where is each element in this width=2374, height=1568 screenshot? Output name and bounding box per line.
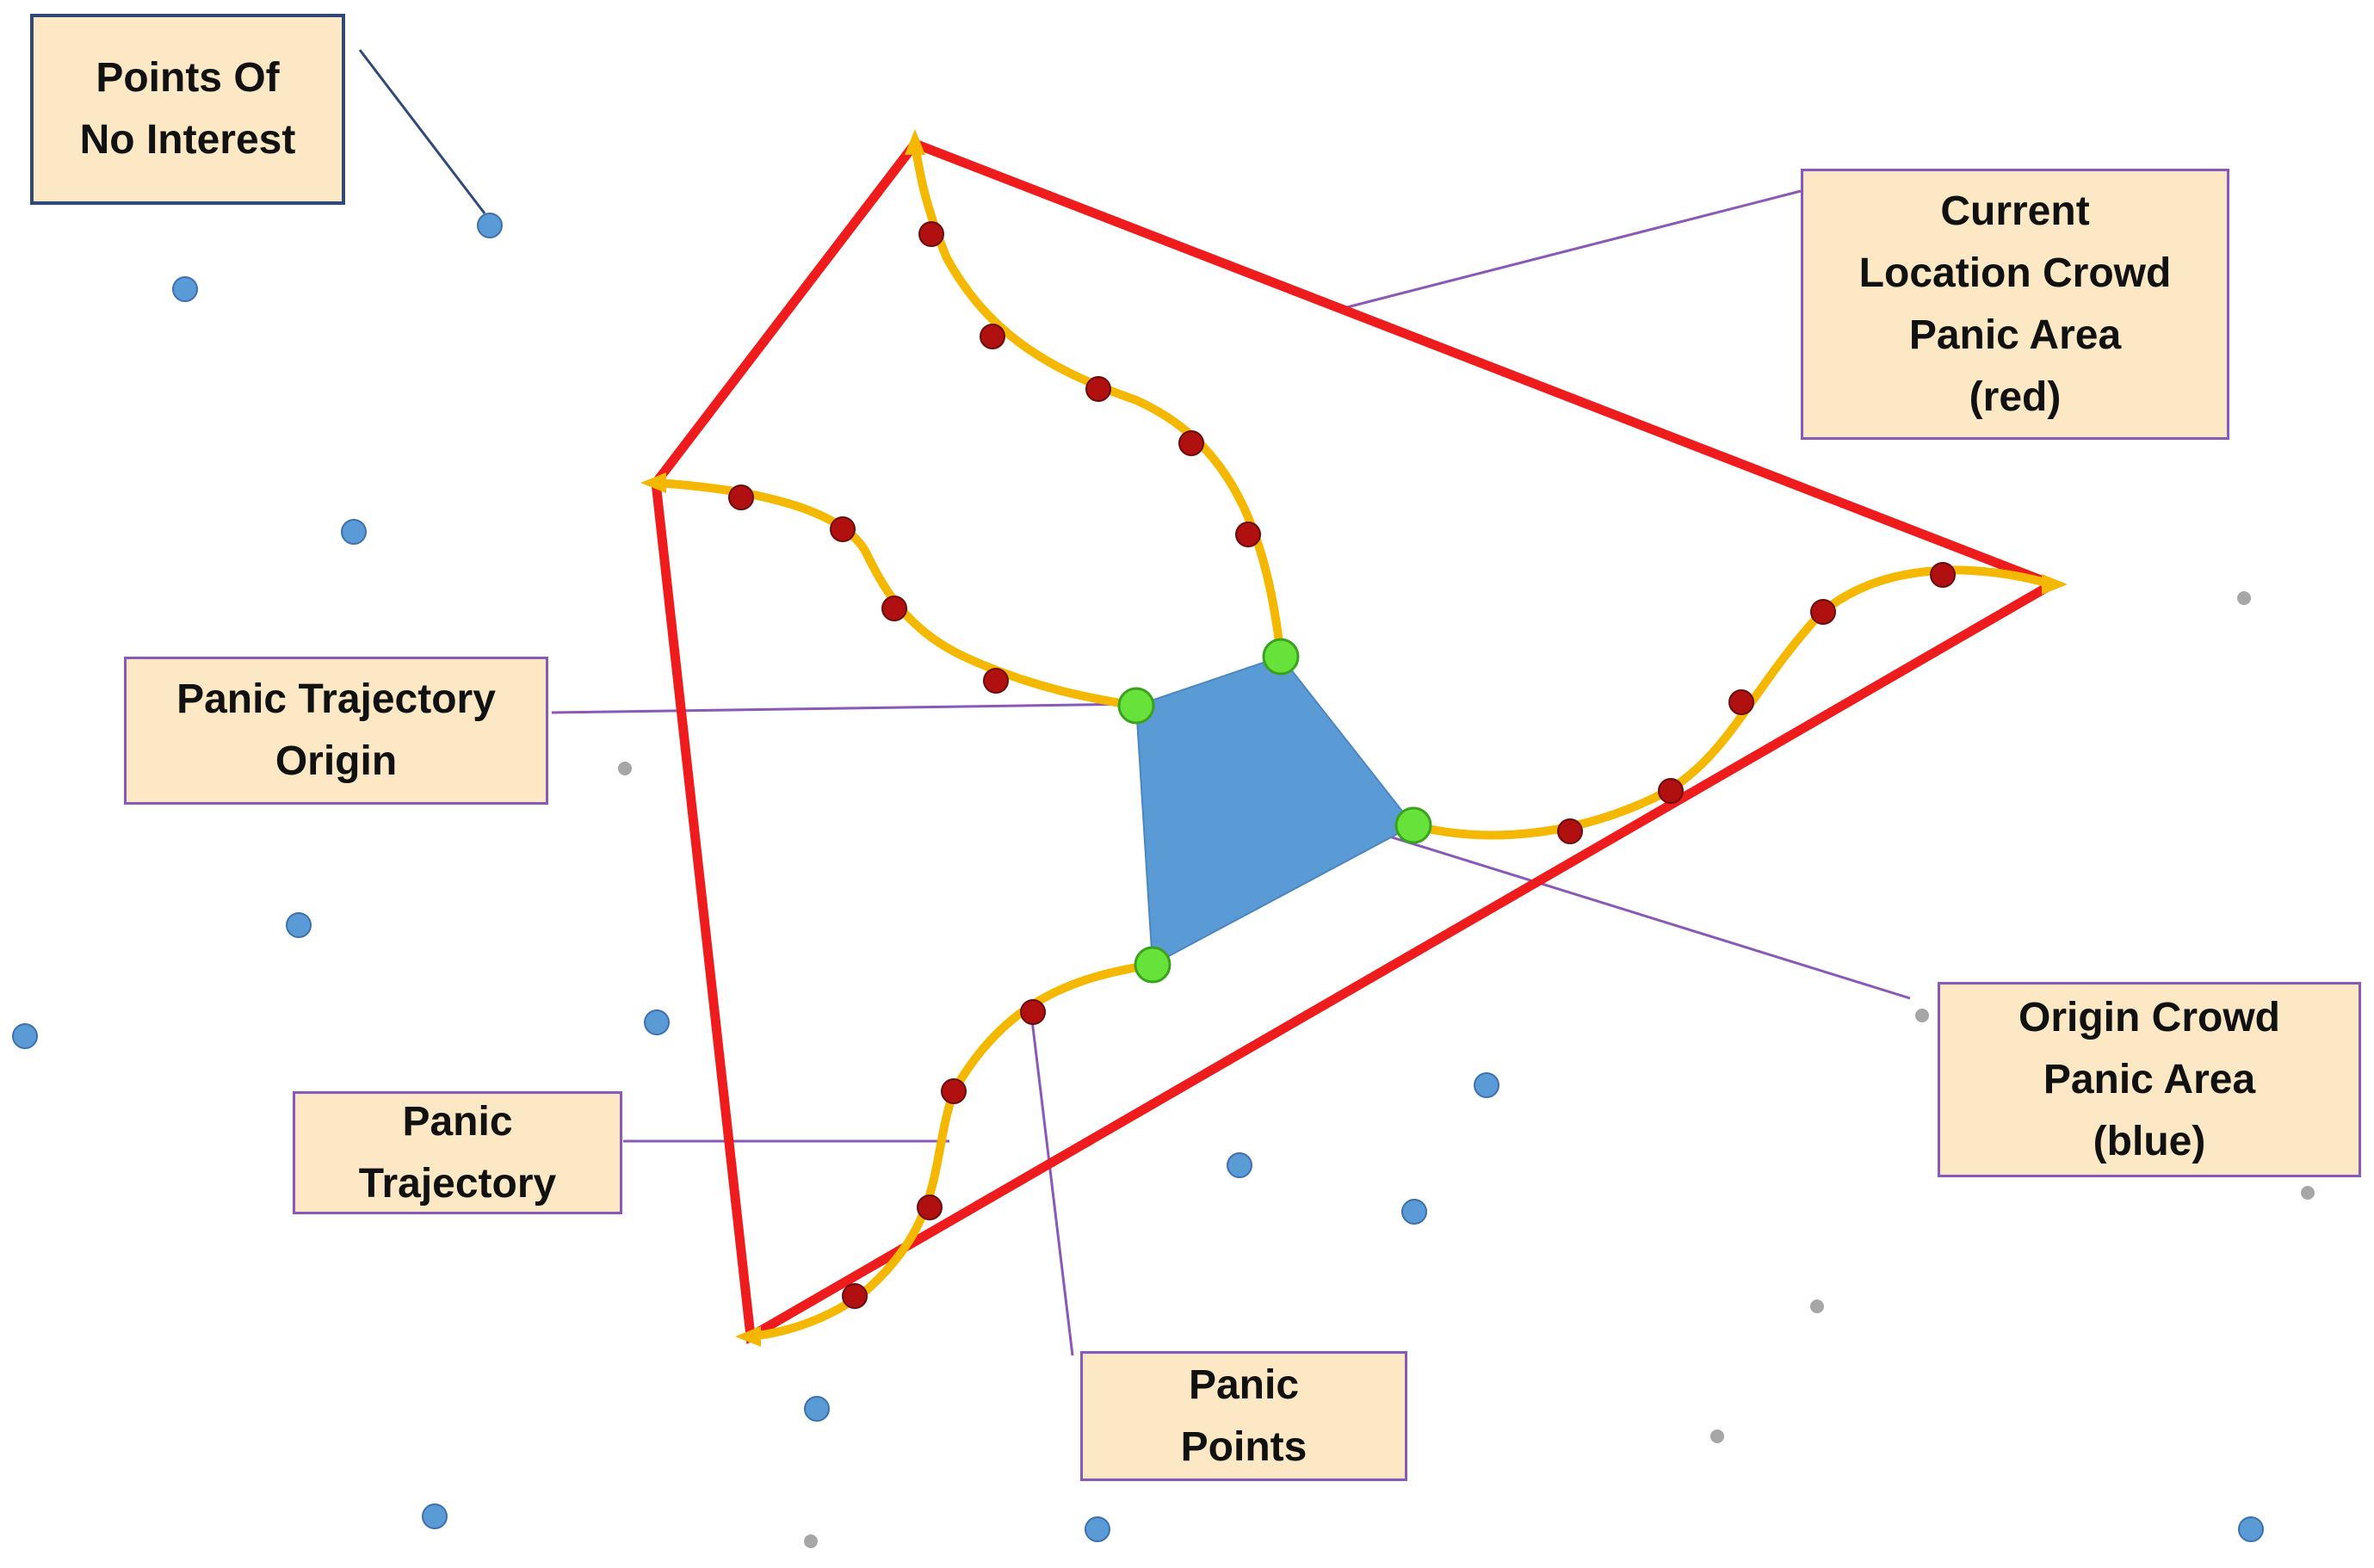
trajectory-arrowheads [640, 129, 2068, 1347]
trajectory-origin-point [1262, 638, 1300, 676]
trajectory-origins [1117, 638, 1432, 984]
origin-panic-area [1134, 655, 1415, 966]
panic-point [1658, 778, 1684, 804]
panic-point [881, 596, 907, 621]
arrowhead-south [735, 1326, 761, 1347]
no-interest-point [341, 519, 367, 545]
label-line: (blue) [2093, 1118, 2206, 1164]
panic-point [918, 221, 944, 247]
no-interest-point [286, 912, 312, 938]
label-line: Points Of [96, 55, 280, 101]
panic-point [842, 1283, 868, 1309]
panic-point [1178, 430, 1204, 456]
label-line: (red) [1969, 373, 2062, 420]
no-interest-point [804, 1396, 830, 1422]
panic-point [1930, 562, 1956, 588]
trajectory-origin-point [1117, 687, 1155, 725]
label-line: Panic [1188, 1361, 1300, 1408]
no-interest-point [2238, 1516, 2264, 1542]
minor-point [1710, 1429, 1724, 1443]
label-line: Origin Crowd [2019, 994, 2280, 1040]
no-interest-point [1401, 1199, 1427, 1225]
minor-point [804, 1534, 818, 1548]
points-of-no-interest [12, 213, 2264, 1542]
leader-line-no-interest [358, 49, 486, 214]
panic-point [1085, 376, 1111, 402]
label-origin-panic-area: Origin Crowd Panic Area (blue) [1938, 982, 2361, 1177]
arrowhead-east [2042, 574, 2068, 595]
label-line: Panic Area [2043, 1056, 2256, 1102]
label-line: Panic [402, 1098, 513, 1145]
leader-line-trajectory-origin [551, 702, 1135, 714]
no-interest-point [1085, 1516, 1110, 1542]
panic-point [1020, 999, 1046, 1025]
panic-point [983, 668, 1009, 694]
label-line: No Interest [79, 117, 296, 163]
label-line: Panic Trajectory [176, 676, 496, 722]
label-line: Points [1180, 1423, 1308, 1470]
minor-point [1915, 1009, 1929, 1022]
label-line: Origin [275, 738, 398, 784]
leader-line-panic-points [1029, 1012, 1074, 1356]
panic-point [980, 324, 1005, 349]
label-line: Trajectory [358, 1160, 557, 1207]
trajectory-south [746, 960, 1157, 1341]
panic-point [728, 485, 754, 510]
panic-point [1557, 818, 1583, 844]
label-points-of-no-interest: Points Of No Interest [30, 14, 345, 205]
label-line: Panic Area [1908, 312, 2122, 358]
no-interest-point [1227, 1152, 1252, 1178]
label-line: Current [1940, 188, 2090, 234]
no-interest-point [1474, 1072, 1499, 1098]
label-line: Location Crowd [1858, 250, 2172, 296]
minor-point [618, 762, 632, 775]
label-current-location-panic-area: Current Location Crowd Panic Area (red) [1801, 169, 2229, 440]
minor-point [1810, 1299, 1824, 1313]
panic-point [1728, 689, 1754, 715]
no-interest-point [644, 1009, 670, 1035]
panic-points [728, 221, 1956, 1309]
label-panic-trajectory-origin: Panic Trajectory Origin [124, 657, 548, 805]
label-panic-points: Panic Points [1080, 1351, 1407, 1481]
trajectory-west [652, 478, 1141, 710]
panic-point [1235, 522, 1261, 547]
panic-point [941, 1078, 967, 1104]
panic-point [830, 516, 856, 542]
panic-point [917, 1195, 943, 1220]
minor-points [618, 591, 2315, 1548]
label-panic-trajectory: Panic Trajectory [293, 1091, 622, 1214]
no-interest-point [477, 213, 503, 238]
no-interest-point [12, 1023, 38, 1049]
trajectory-origin-point [1394, 806, 1432, 844]
minor-point [2301, 1186, 2315, 1200]
no-interest-point [172, 276, 198, 302]
trajectory-north [911, 139, 1285, 661]
leader-line-current-area [1346, 189, 1802, 309]
arrowhead-north [905, 129, 925, 155]
no-interest-point [422, 1503, 448, 1529]
arrowhead-west [640, 472, 666, 493]
panic-point [1810, 599, 1836, 625]
minor-point [2237, 591, 2251, 605]
trajectory-origin-point [1134, 946, 1172, 984]
